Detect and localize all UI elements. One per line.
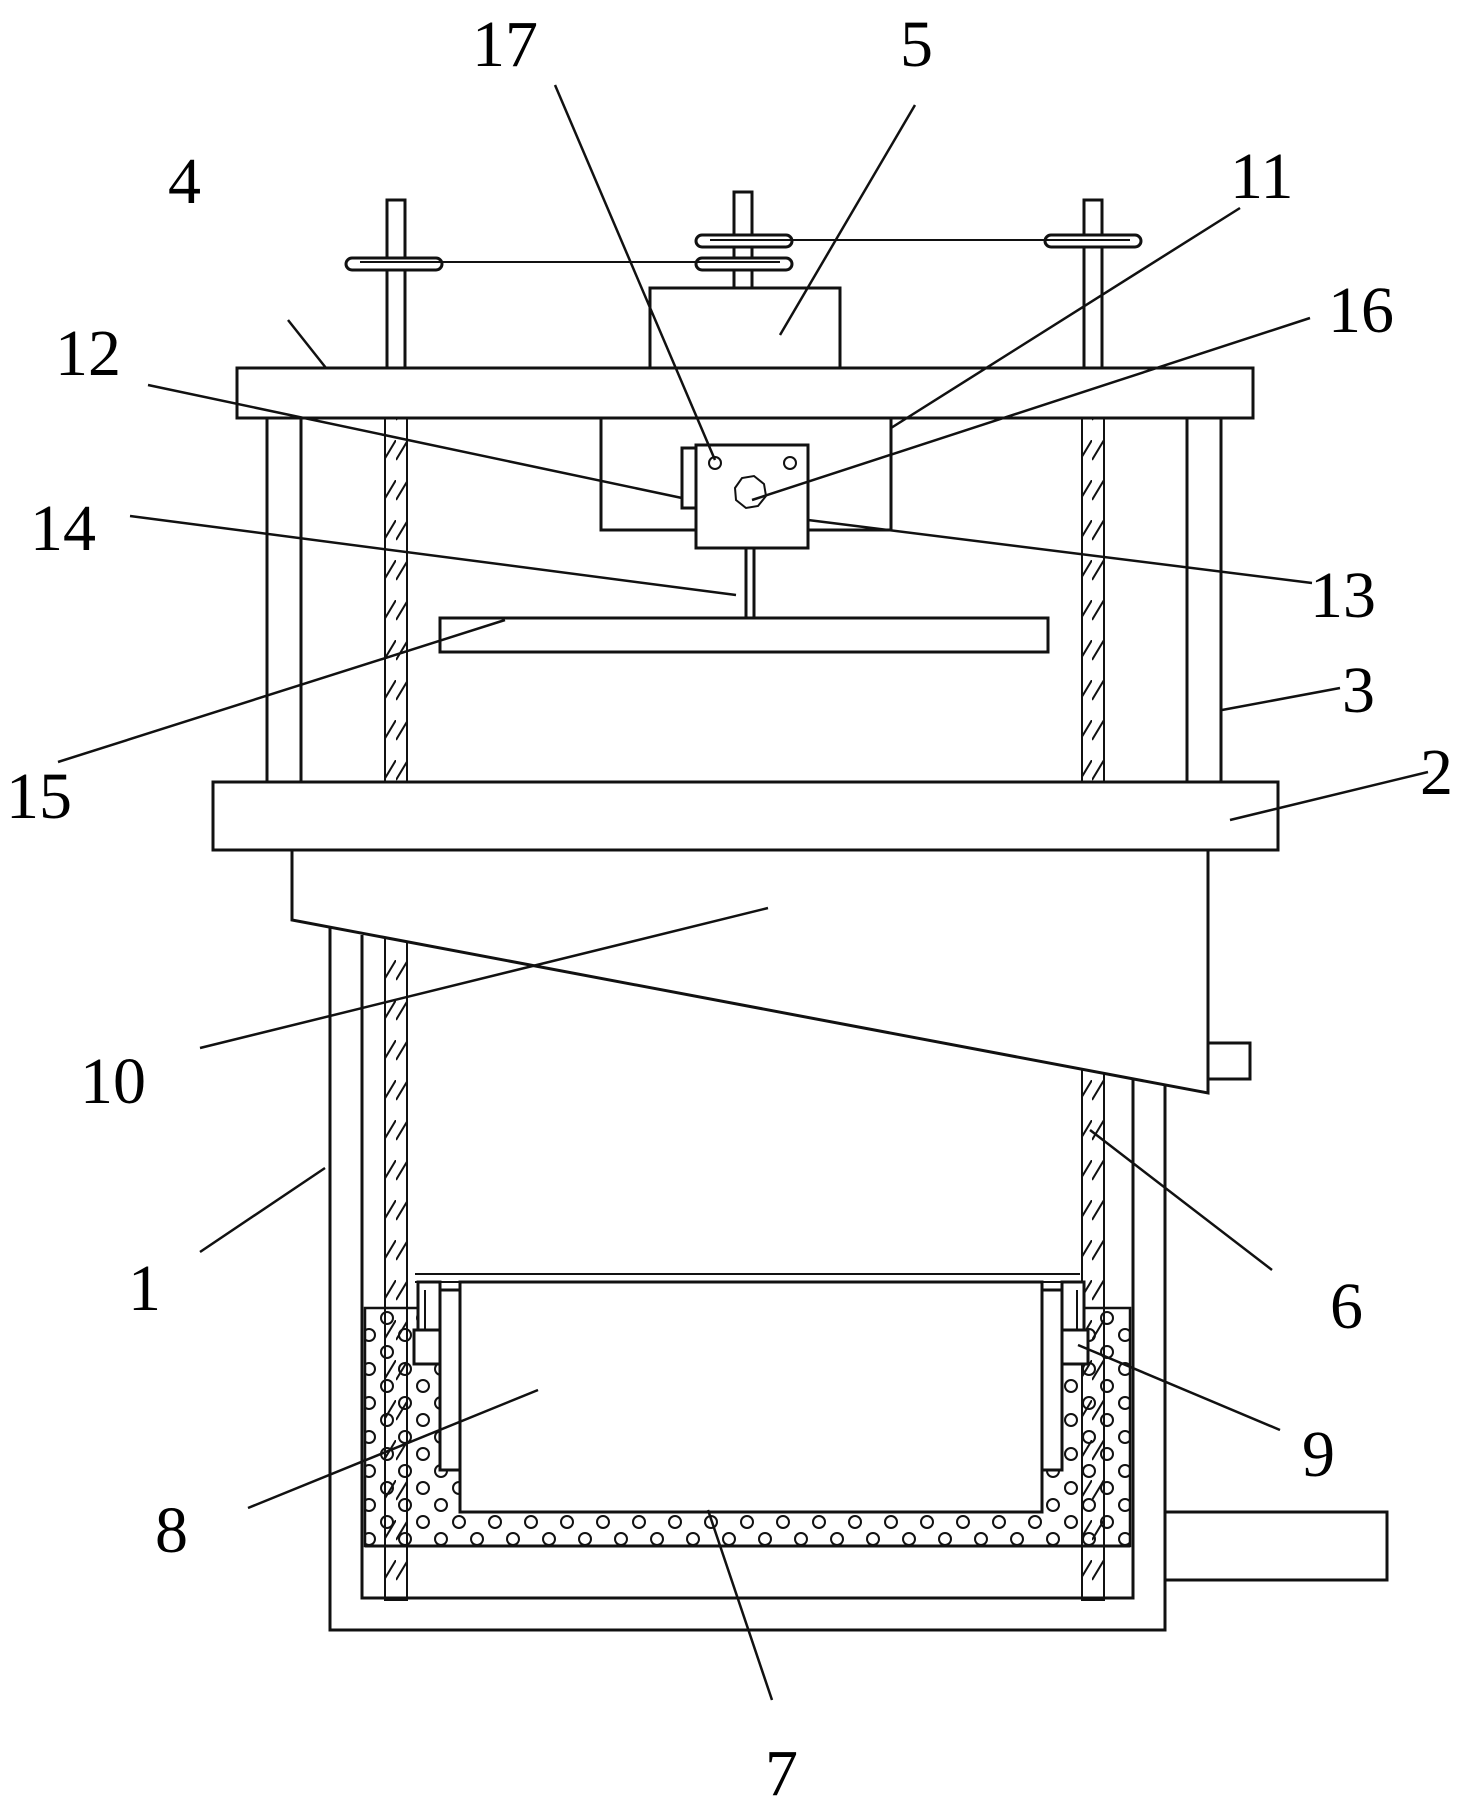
- label-2: 2: [1420, 736, 1453, 809]
- basket: [415, 1273, 1080, 1514]
- clamp-right: [1060, 1280, 1090, 1366]
- top-plate: [235, 366, 1255, 420]
- label-12: 12: [55, 317, 121, 390]
- label-3: 3: [1342, 654, 1375, 727]
- callout-labels: 1 2 3 4 5 6 7 8 9 10 11 12 13 14 15 16 1…: [6, 8, 1453, 1810]
- motor: [648, 286, 842, 370]
- shaft: [744, 546, 756, 620]
- stirring-plate: [438, 616, 1050, 654]
- clamp-left: [412, 1280, 442, 1366]
- label-17: 17: [472, 8, 538, 81]
- label-9: 9: [1302, 1418, 1335, 1491]
- label-16: 16: [1328, 274, 1394, 347]
- leader-lines: [57, 84, 1429, 1701]
- funnel-hopper: [290, 848, 1252, 1095]
- middle-plate: [211, 780, 1280, 852]
- label-6: 6: [1330, 1270, 1363, 1343]
- bracket: [680, 446, 698, 510]
- label-7: 7: [765, 1737, 798, 1810]
- label-13: 13: [1310, 559, 1376, 632]
- outlet-pipe: [1163, 1510, 1389, 1582]
- label-10: 10: [80, 1045, 146, 1118]
- label-14: 14: [30, 492, 96, 565]
- label-11: 11: [1230, 140, 1294, 213]
- label-5: 5: [900, 8, 933, 81]
- label-15: 15: [6, 760, 72, 833]
- label-4: 4: [168, 145, 201, 218]
- belt-drive: [344, 233, 1143, 272]
- support-columns: [265, 416, 1223, 784]
- gearbox: [694, 443, 810, 550]
- label-1: 1: [128, 1252, 161, 1325]
- label-8: 8: [155, 1494, 188, 1567]
